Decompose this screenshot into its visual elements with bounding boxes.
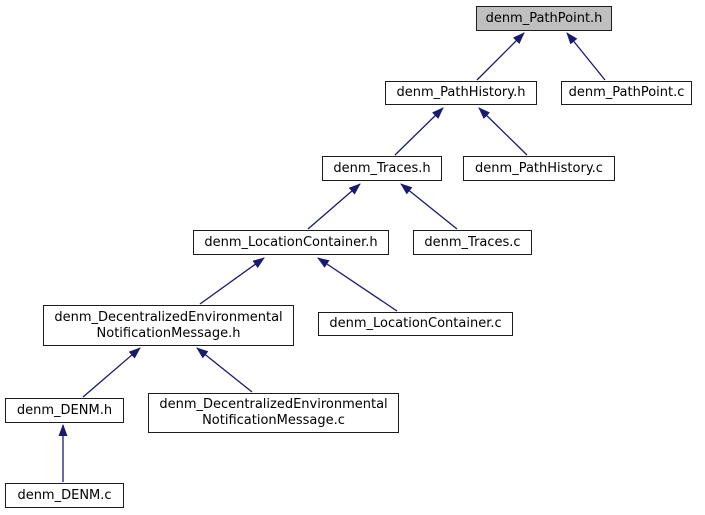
graph-node-label: denm_DENM.c bbox=[17, 487, 112, 503]
graph-node-label: denm_PathHistory.c bbox=[475, 160, 603, 176]
dependency-arrow-denm_PathPoint_c-to-denm_PathPoint_h bbox=[566, 32, 606, 81]
graph-node-label: denm_DENM.h bbox=[16, 402, 113, 418]
graph-node-label: denm_DecentralizedEnvironmental bbox=[159, 397, 388, 412]
graph-node-denm_Traces_h[interactable]: denm_Traces.h bbox=[322, 156, 442, 181]
graph-node-label: denm_PathHistory.h bbox=[396, 85, 526, 100]
dependency-arrow-denm_PathHistory_c-to-denm_PathHistory_h bbox=[478, 107, 528, 156]
graph-node-denm_DENM_c[interactable]: denm_DENM.c bbox=[5, 483, 124, 508]
dependency-arrow-denm_Traces_h-to-denm_PathHistory_h bbox=[394, 107, 444, 156]
dependency-arrow-denm_LocationContainer_c-to-denm_LocationContainer_h bbox=[317, 257, 398, 312]
graph-node-label: denm_Traces.c bbox=[424, 234, 521, 250]
graph-node-denm_PathPoint_c[interactable]: denm_PathPoint.c bbox=[561, 81, 692, 105]
graph-node-label: denm_LocationContainer.h bbox=[204, 234, 378, 250]
graph-node-label: denm_LocationContainer.c bbox=[329, 316, 502, 331]
dependency-arrow-denm_DecentralizedEnvironmentalNotificationMessage_h-to-denm_LocationContainer_h bbox=[199, 257, 265, 305]
dependency-arrow-denm_LocationContainer_h-to-denm_Traces_h bbox=[307, 183, 361, 230]
graph-node-label: denm_DecentralizedEnvironmental bbox=[54, 309, 283, 325]
graph-node-label: denm_PathPoint.h bbox=[485, 10, 603, 26]
graph-node-denm_DENM_h[interactable]: denm_DENM.h bbox=[5, 398, 124, 423]
graph-node-denm_Traces_c[interactable]: denm_Traces.c bbox=[413, 230, 532, 255]
graph-node-denm_LocationContainer_h[interactable]: denm_LocationContainer.h bbox=[193, 230, 389, 255]
graph-node-label: NotificationMessage.c bbox=[202, 413, 345, 428]
graph-node-denm_LocationContainer_c[interactable]: denm_LocationContainer.c bbox=[318, 312, 513, 336]
graph-node-denm_PathPoint_h: denm_PathPoint.h bbox=[476, 6, 612, 31]
dependency-arrow-denm_DecentralizedEnvironmentalNotificationMessage_c-to-denm_DecentralizedEnvironmentalNotificationMessage_h bbox=[196, 347, 253, 393]
graph-node-denm_PathHistory_c[interactable]: denm_PathHistory.c bbox=[463, 156, 615, 181]
graph-node-label: NotificationMessage.h bbox=[96, 325, 241, 341]
graph-node-denm_PathHistory_h[interactable]: denm_PathHistory.h bbox=[385, 81, 537, 105]
dependency-arrow-denm_DENM_h-to-denm_DecentralizedEnvironmentalNotificationMessage_h bbox=[82, 347, 141, 398]
graph-node-label: denm_Traces.h bbox=[333, 160, 431, 176]
graph-node-label: denm_PathPoint.c bbox=[568, 85, 685, 100]
dependency-arrow-denm_PathHistory_h-to-denm_PathPoint_h bbox=[476, 32, 525, 81]
dependency-arrow-denm_Traces_c-to-denm_Traces_h bbox=[400, 183, 458, 230]
